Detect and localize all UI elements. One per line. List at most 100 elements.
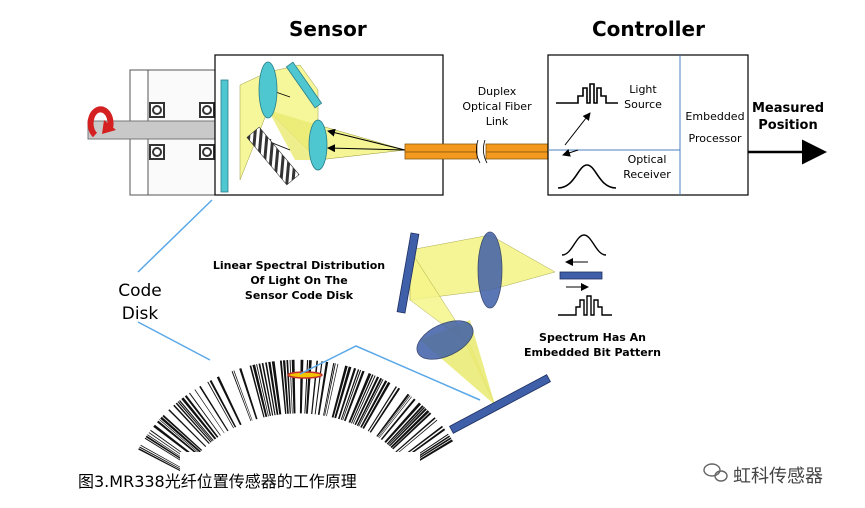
measured-position-label: Measured Position — [751, 101, 825, 133]
code-stripe — [334, 366, 352, 419]
code-stripe — [395, 417, 436, 453]
code-stripe — [194, 389, 225, 434]
code-stripe — [338, 367, 357, 420]
code-stripe — [199, 385, 229, 432]
code-stripe — [139, 446, 185, 472]
spot-callout-line — [299, 345, 481, 401]
code-stripe — [400, 425, 443, 459]
mirror — [285, 61, 323, 109]
code-stripe — [340, 369, 360, 420]
code-stripe — [252, 364, 268, 417]
code-stripe — [147, 434, 191, 464]
lens — [477, 231, 503, 309]
code-stripe — [348, 373, 372, 423]
code-stripe — [216, 376, 242, 426]
code-stripe — [360, 380, 388, 428]
code-stripe — [265, 362, 276, 416]
code-stripe — [282, 360, 289, 414]
code-stripe — [286, 360, 291, 414]
code-stripe — [377, 395, 411, 438]
code-stripe — [390, 410, 430, 449]
lens — [258, 61, 278, 119]
code-stripe — [138, 448, 185, 474]
code-stripe — [249, 365, 265, 418]
code-stripe — [179, 400, 214, 441]
code-stripe — [380, 398, 416, 440]
code-stripe — [369, 387, 401, 433]
code-disk-plate — [220, 79, 229, 193]
fiber-tip — [559, 271, 603, 280]
code-stripe — [157, 420, 199, 455]
code-stripe — [367, 386, 397, 432]
disk-mask — [180, 452, 420, 508]
code-stripe — [173, 404, 210, 444]
fiber-label: Duplex Optical Fiber Link — [462, 85, 532, 128]
light-source-spectrum — [556, 83, 618, 104]
code-stripe — [352, 375, 376, 425]
bit-pattern-spectrum-icon — [558, 295, 612, 316]
code-stripe — [160, 416, 201, 453]
code-stripe — [145, 435, 190, 465]
sensor-title: Sensor — [289, 17, 367, 41]
code-disk-arc — [138, 359, 453, 508]
code-stripe — [351, 374, 374, 424]
diffraction-grating — [246, 126, 300, 186]
code-stripe — [181, 397, 217, 440]
code-stripe — [231, 371, 252, 422]
code-stripe — [271, 361, 282, 415]
code-stripe — [384, 402, 422, 443]
fiber-link — [404, 139, 559, 164]
shaft-housing — [87, 69, 219, 196]
code-stripe — [261, 362, 274, 416]
code-stripe — [239, 368, 258, 420]
code-stripe — [342, 369, 362, 421]
code-stripe — [397, 419, 438, 454]
lens — [416, 320, 474, 360]
code-stripe — [153, 424, 196, 458]
code-stripe — [386, 405, 424, 445]
code-stripe — [279, 360, 287, 414]
code-stripe — [159, 419, 200, 454]
wechat-icon — [703, 463, 728, 482]
code-stripe — [207, 381, 234, 429]
code-stripe — [324, 363, 336, 416]
grating-mirror — [396, 232, 420, 314]
spectrum-label: Spectrum Has An Embedded Bit Pattern — [524, 331, 661, 359]
code-stripe — [389, 408, 427, 447]
watermark-text: 虹科传感器 — [733, 466, 823, 487]
code-stripe — [356, 377, 383, 426]
code-stripe — [376, 393, 410, 437]
code-stripe — [233, 370, 253, 421]
code-stripe — [299, 359, 304, 414]
code-stripe — [392, 412, 432, 450]
disk-callout-line — [137, 321, 211, 361]
code-stripe — [184, 395, 219, 438]
fold-mirror — [449, 374, 551, 434]
code-stripe — [175, 402, 212, 443]
gaussian-spectrum-icon — [561, 234, 607, 256]
processor-label: Embedded Processor — [685, 110, 745, 145]
code-stripe — [331, 365, 348, 418]
code-stripe — [209, 380, 237, 428]
code-stripe — [358, 379, 384, 427]
code-stripe — [388, 406, 425, 446]
code-stripe — [354, 376, 380, 426]
light-spot — [287, 371, 323, 379]
code-stripe — [378, 396, 412, 439]
code-stripe — [162, 414, 203, 451]
code-stripe — [144, 437, 189, 466]
code-disk-label: Code Disk — [118, 281, 162, 324]
controller-title: Controller — [592, 17, 705, 41]
code-stripe — [256, 364, 269, 417]
controller-box — [547, 54, 749, 196]
code-stripe — [362, 381, 391, 429]
code-stripe — [344, 370, 365, 422]
code-stripe — [140, 444, 186, 471]
code-stripe — [317, 361, 329, 415]
code-stripe — [326, 363, 339, 417]
code-stripe — [177, 401, 213, 442]
lens — [308, 119, 328, 171]
code-stripe — [189, 392, 221, 436]
figure-caption: 图3.MR338光纤位置传感器的工作原理 — [78, 472, 357, 491]
